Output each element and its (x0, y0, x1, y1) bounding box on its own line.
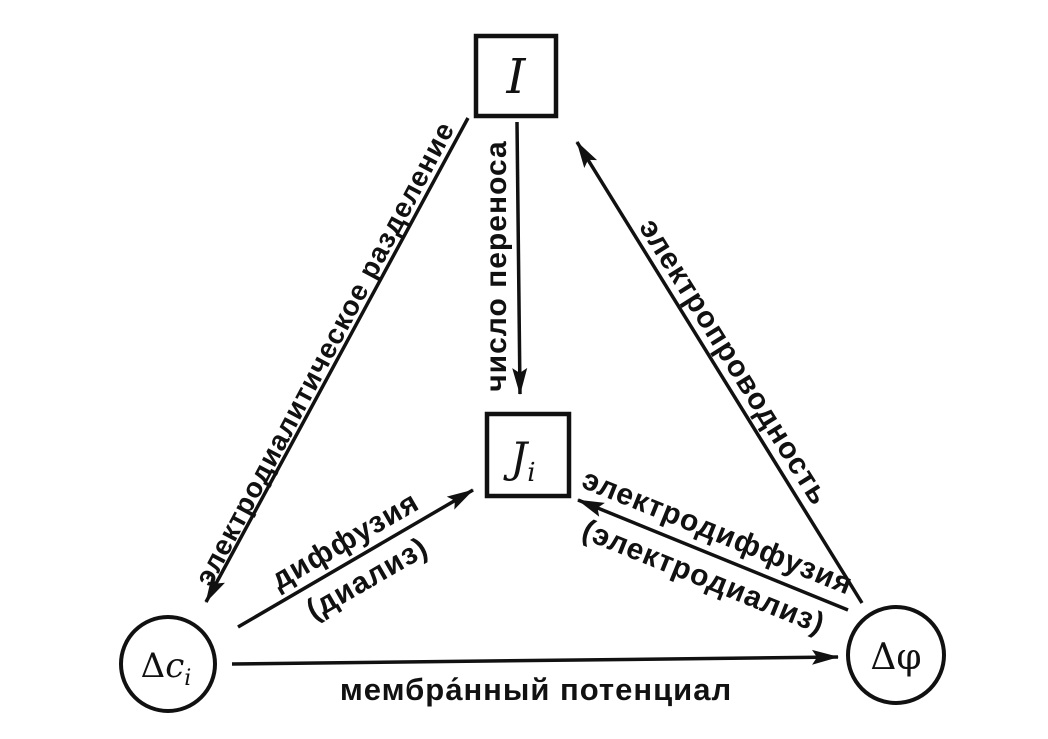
edge-electrodialytic-arrow (204, 117, 470, 603)
flux-subscript: i (527, 458, 535, 488)
concentration-symbol: c (165, 646, 184, 686)
node-concentration-label: Δci (141, 646, 192, 691)
node-flux-box (484, 411, 572, 499)
edge-conductivity-arrow (575, 141, 864, 604)
edge-membrane-potential-label: мембра́нный потенциал (340, 672, 732, 707)
edge-conductivity-label: электропроводность (632, 213, 835, 511)
edge-transference-label: число переноса (480, 140, 513, 391)
node-current-label: I (506, 49, 527, 105)
node-potential-circle (846, 605, 946, 705)
node-concentration-circle (119, 615, 217, 713)
edge-transference-arrow (512, 121, 528, 395)
concentration-subscript: i (184, 666, 191, 691)
edge-electrodiffusion-arrow (577, 498, 849, 612)
node-potential-label: Δφ (870, 637, 921, 678)
edge-diffusion-arrow (237, 488, 474, 629)
edge-membrane-potential-arrow (231, 649, 839, 666)
node-current-box (473, 33, 559, 119)
concentration-delta: Δ (141, 646, 166, 686)
